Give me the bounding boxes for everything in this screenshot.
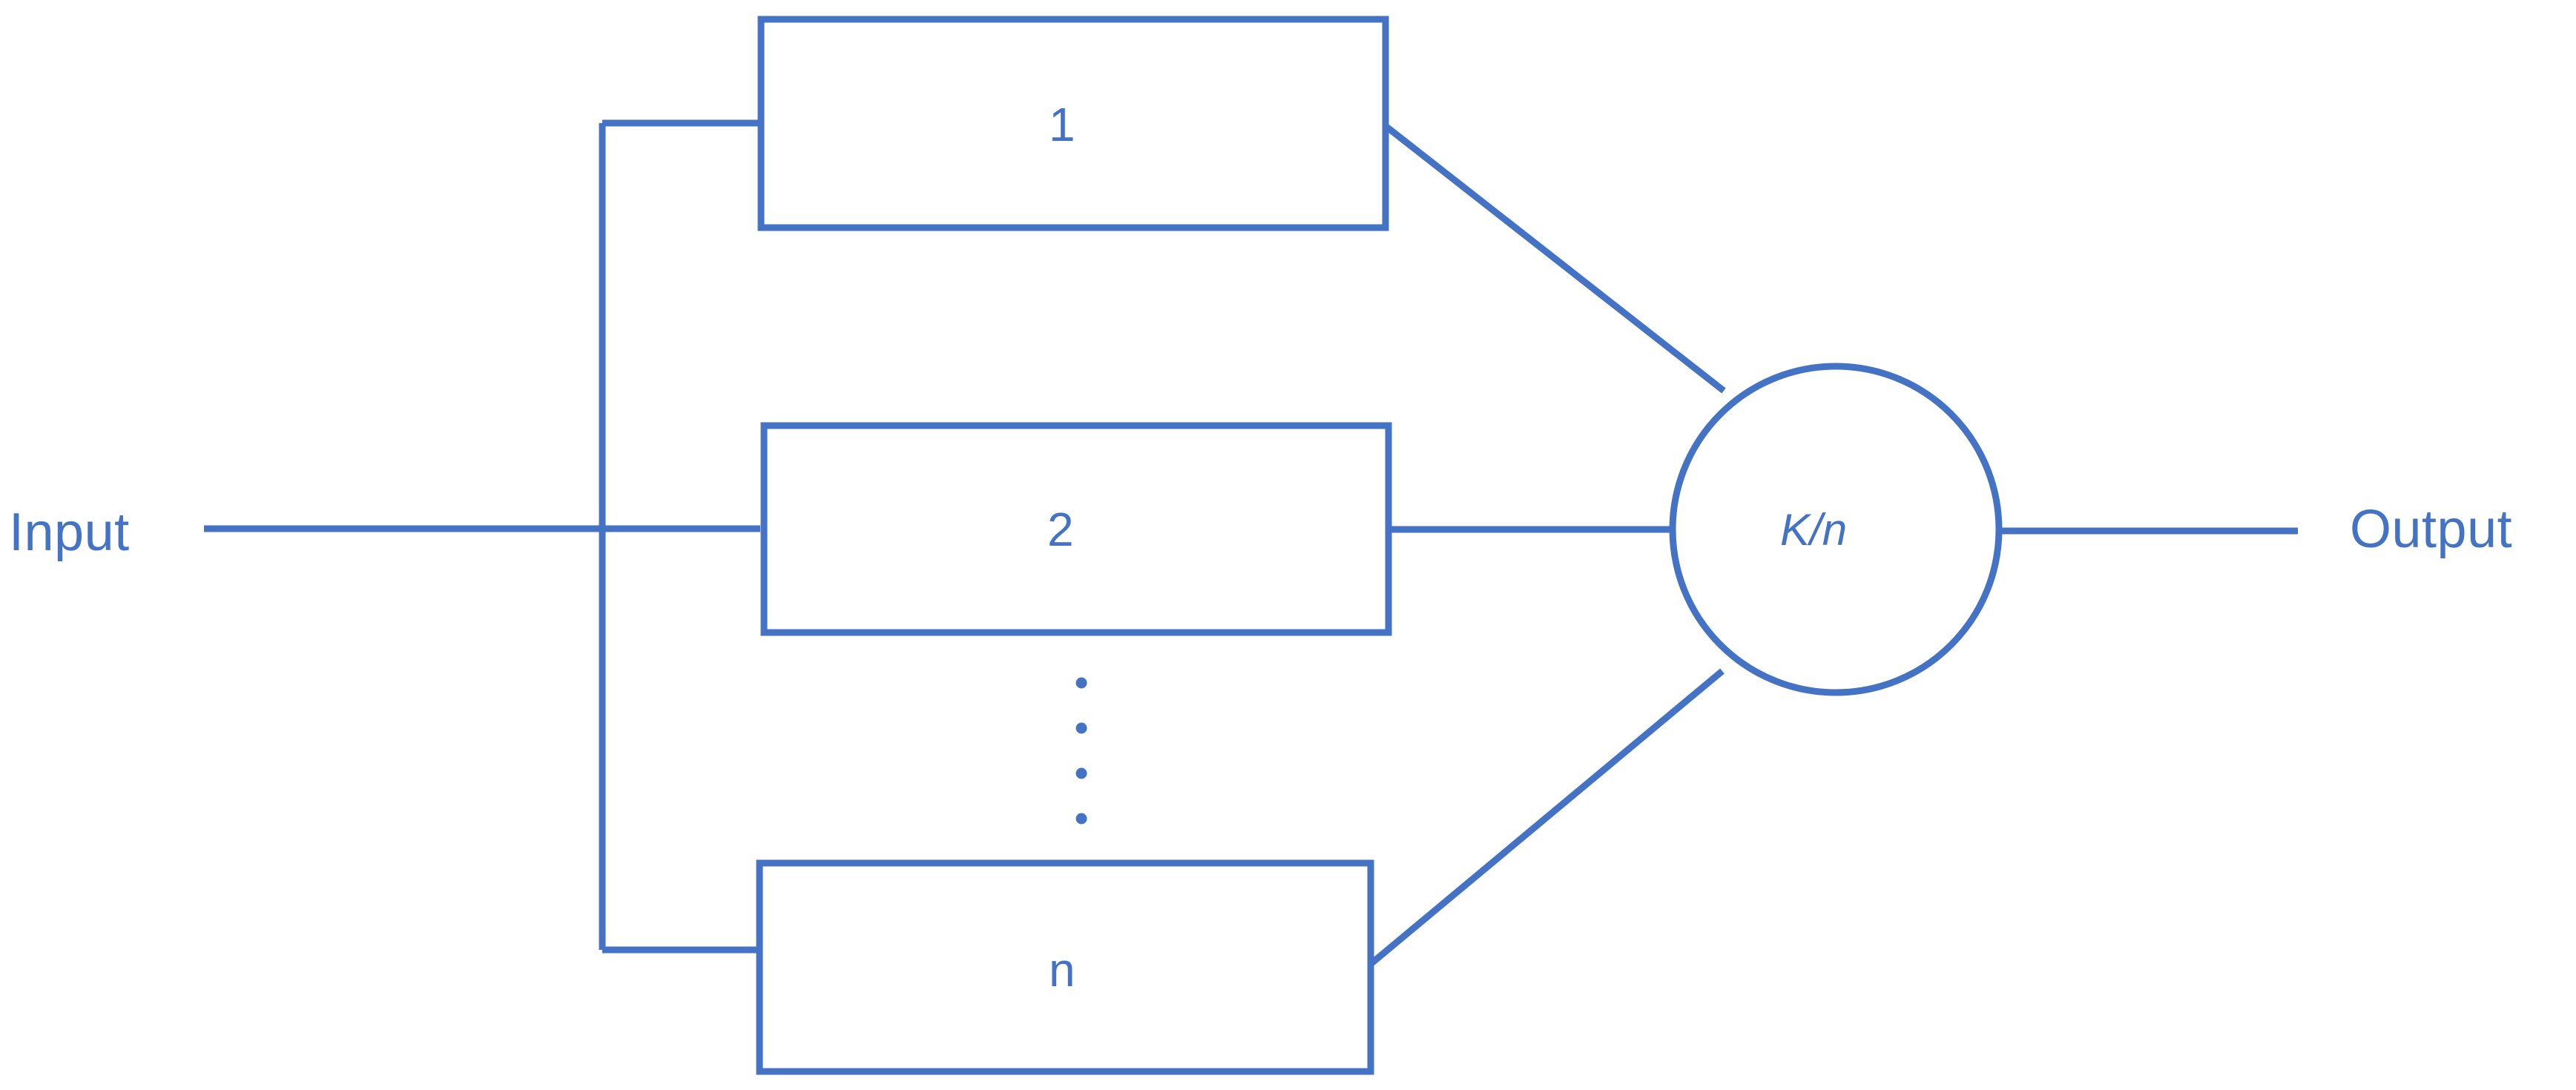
block-1-rect xyxy=(757,16,1389,231)
output-label: Output xyxy=(2350,500,2513,559)
summing-node-label: K/n xyxy=(1780,505,1848,555)
ellipsis-dot xyxy=(1075,722,1087,734)
block-2-rect xyxy=(760,422,1392,636)
input-label: Input xyxy=(9,503,130,562)
ellipsis-dot xyxy=(1075,767,1087,779)
block-n-to-sum-line xyxy=(1368,668,1725,967)
ellipsis-dot xyxy=(1075,813,1087,825)
block-1-to-sum-line xyxy=(1383,123,1726,394)
ellipsis-dot xyxy=(1075,677,1087,689)
vertical-ellipsis-group xyxy=(1075,677,1087,825)
block-2-label: 2 xyxy=(1047,503,1074,556)
block-1-label: 1 xyxy=(1049,98,1075,151)
block-n-rect xyxy=(756,859,1374,1075)
block-n-label: n xyxy=(1049,943,1075,997)
